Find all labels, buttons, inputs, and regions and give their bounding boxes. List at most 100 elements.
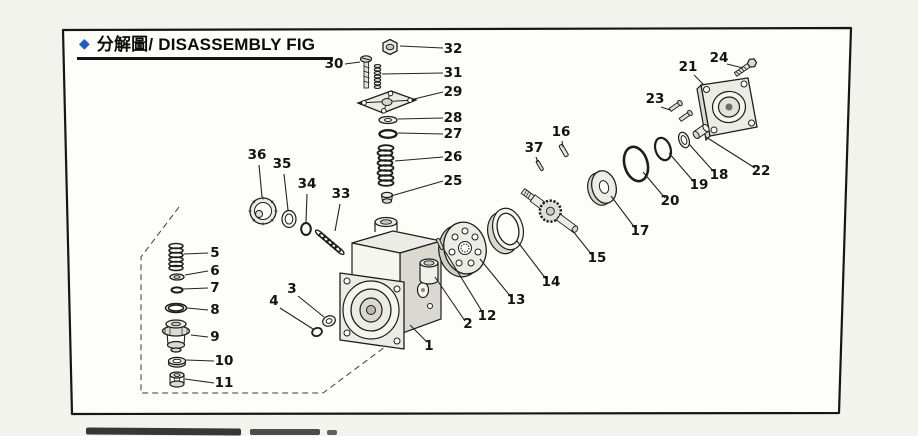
- leader-line-21: [693, 74, 705, 86]
- part-label-34: 34: [298, 176, 317, 192]
- part-16-key: [558, 143, 569, 158]
- rotor-hole: [455, 259, 463, 267]
- part-label-2: 2: [463, 316, 472, 332]
- part-31-small-spring: [373, 64, 382, 89]
- part-label-4: 4: [269, 293, 278, 309]
- thread: [363, 70, 370, 74]
- leader-line-2: [434, 276, 466, 322]
- leader-line-8: [186, 307, 209, 311]
- leader-line-32: [399, 45, 444, 49]
- shaft-end-cap: [571, 225, 579, 233]
- plate-hole: [387, 90, 394, 97]
- cam-offset-hole: [255, 210, 263, 218]
- part-label-8: 8: [210, 302, 219, 318]
- page-border-frame: [61, 26, 853, 416]
- part-9-flanged-plug: [161, 319, 191, 353]
- rotor-hole: [448, 248, 456, 256]
- rotor-center-bore: [458, 241, 472, 255]
- scan-artifact: [85, 427, 337, 436]
- part-label-20: 20: [661, 193, 680, 209]
- part-label-11: 11: [215, 375, 234, 391]
- part-label-35: 35: [273, 156, 292, 172]
- leader-line-11: [184, 378, 215, 384]
- leader-line-34: [305, 193, 308, 223]
- part-35-ring: [281, 209, 297, 229]
- figure-header: ◆ 分解圖/ DISASSEMBLY FIG: [77, 30, 334, 60]
- part-label-31: 31: [444, 65, 463, 81]
- part-label-7: 7: [210, 280, 219, 296]
- part-label-5: 5: [210, 245, 219, 261]
- part-14-cam-ring: [486, 207, 525, 255]
- leader-line-10: [185, 359, 215, 362]
- part-label-25: 25: [444, 173, 463, 189]
- rotor-hole: [461, 227, 469, 235]
- part-22-bushing: [692, 123, 710, 139]
- part-3-washer: [322, 315, 336, 327]
- rotor-hole: [467, 259, 475, 267]
- title-en: DISASSEMBLY FIG: [158, 35, 316, 54]
- diamond-icon: ◆: [79, 34, 90, 51]
- leader-line-37: [535, 156, 539, 163]
- leader-lines-layer: [182, 45, 756, 384]
- part-label-9: 9: [210, 329, 219, 345]
- plug-tip: [170, 347, 182, 353]
- rotor-hole: [474, 248, 482, 256]
- gear-hub: [545, 206, 555, 216]
- leader-line-31: [381, 72, 444, 75]
- part-11-nut: [169, 371, 185, 388]
- leader-line-5: [183, 252, 209, 255]
- part-19-o-ring: [653, 136, 673, 162]
- rotor-spline: [460, 243, 470, 253]
- flange-bolt-hole: [343, 329, 351, 337]
- plug-knurl: [164, 327, 188, 336]
- flange-bolt-hole: [393, 337, 401, 345]
- part-36-cam-ring: [248, 196, 278, 226]
- leader-line-16: [561, 140, 564, 148]
- leader-line-24: [726, 63, 744, 69]
- leader-line-17: [610, 195, 636, 229]
- part-15-drive-shaft: [520, 187, 579, 233]
- part-label-27: 27: [444, 126, 463, 142]
- part-29-adjuster-plate: [356, 90, 418, 114]
- leader-line-22: [705, 136, 756, 169]
- part-label-14: 14: [542, 274, 561, 290]
- bushing-bore: [423, 260, 435, 266]
- part-21-rear-cover: [696, 77, 758, 142]
- rotor-hole: [451, 233, 459, 241]
- dashed-locator-lines: [140, 206, 394, 394]
- part-label-22: 22: [752, 163, 771, 179]
- title-cjk: 分解圖: [96, 35, 149, 55]
- rotor-hole: [471, 233, 479, 241]
- leader-line-9: [190, 334, 209, 338]
- part-label-24: 24: [710, 50, 729, 66]
- part-label-3: 3: [287, 281, 296, 297]
- part-label-16: 16: [552, 124, 571, 140]
- leader-line-14: [516, 240, 547, 280]
- plate-hole: [381, 108, 387, 114]
- ring-bore: [496, 212, 520, 246]
- thread: [363, 80, 370, 84]
- part-10-washer: [167, 356, 187, 368]
- part-label-29: 29: [444, 84, 463, 100]
- part-label-23: 23: [646, 91, 665, 107]
- body-small-port: [427, 303, 433, 309]
- leader-line-36: [258, 164, 263, 198]
- part-25-seat: [380, 191, 394, 204]
- ring-bore: [284, 213, 294, 225]
- leader-line-19: [668, 152, 695, 183]
- disc-bore: [598, 180, 610, 194]
- bolt-head: [746, 58, 758, 68]
- nut-bore: [385, 43, 395, 51]
- leader-line-4: [279, 307, 314, 330]
- part-label-33: 33: [332, 186, 351, 202]
- flange-bolt-hole: [343, 277, 351, 285]
- part-33-spring: [314, 229, 345, 256]
- thread: [363, 75, 370, 79]
- part-label-37: 37: [525, 140, 544, 156]
- part-2-bushing: [419, 258, 439, 285]
- flange-bolt-hole: [393, 285, 401, 293]
- part-label-26: 26: [444, 149, 463, 165]
- part-27-o-ring: [378, 128, 398, 139]
